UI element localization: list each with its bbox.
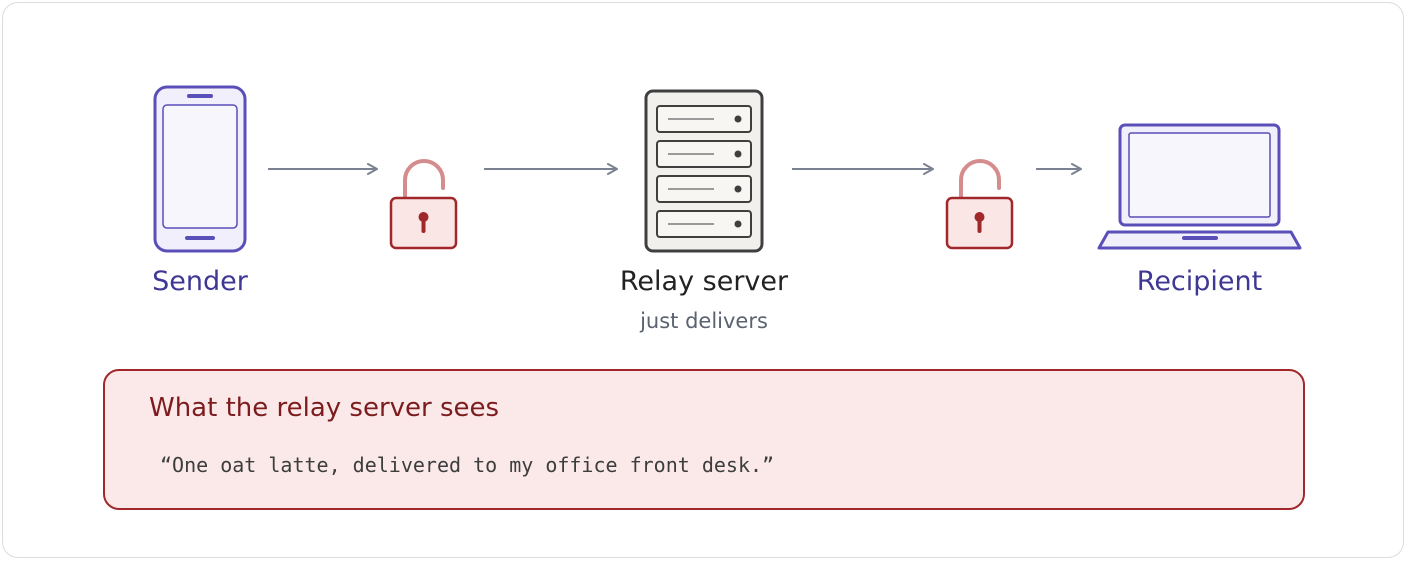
panel-title: What the relay server sees	[149, 393, 500, 423]
sender-label: Sender	[152, 266, 248, 297]
recipient-label: Recipient	[1136, 266, 1263, 297]
server-rack-icon	[644, 89, 764, 253]
open-padlock-icon	[389, 159, 458, 250]
visible-message-text: “One oat latte, delivered to my office f…	[160, 453, 775, 477]
laptop-icon	[1097, 123, 1302, 250]
open-padlock-icon	[945, 159, 1014, 250]
relay-server-label: Relay server	[619, 266, 789, 297]
relay-visibility-panel: What the relay server sees “One oat latt…	[103, 369, 1305, 510]
relay-server-sublabel: just delivers	[640, 309, 768, 333]
smartphone-icon	[153, 85, 247, 253]
